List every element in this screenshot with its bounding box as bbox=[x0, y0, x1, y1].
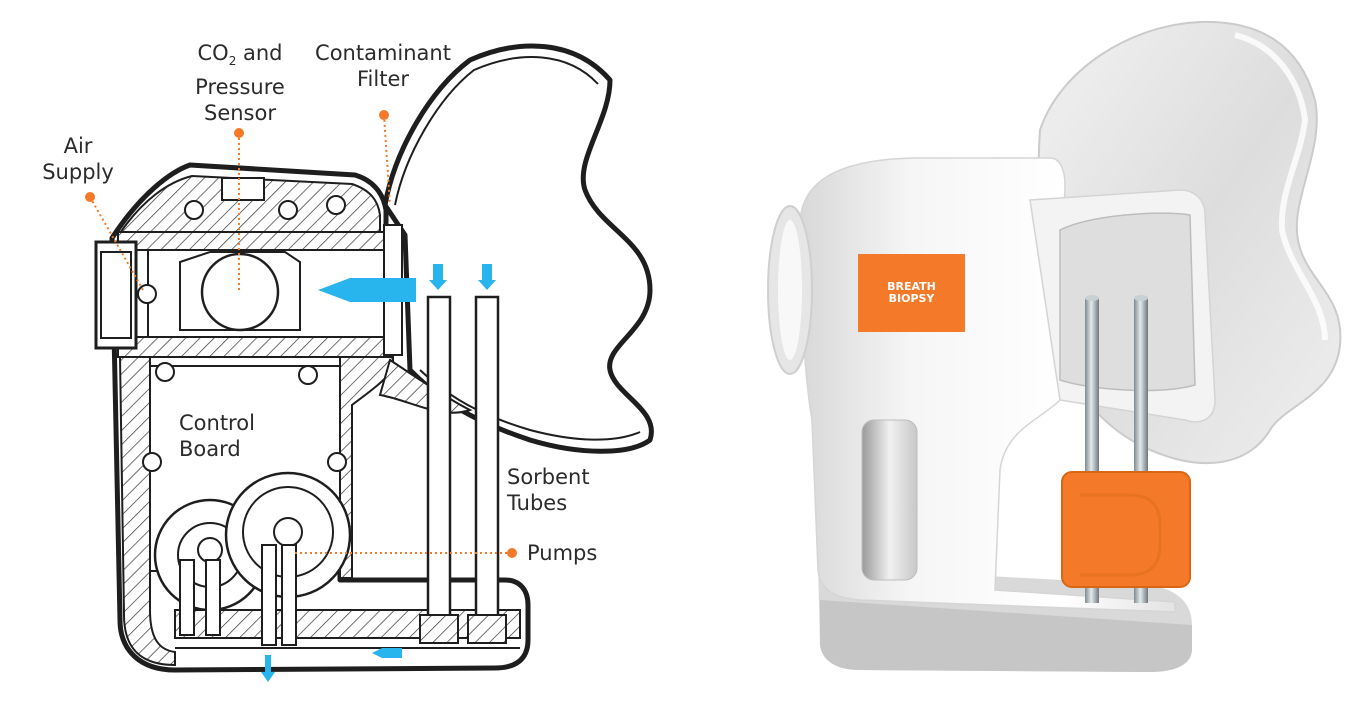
label-filter-line2: Filter bbox=[356, 67, 409, 91]
hatched-wall-top bbox=[117, 174, 381, 240]
label-co2-line3: Sensor bbox=[204, 101, 276, 126]
brand-line-1: BREATH bbox=[887, 280, 936, 293]
hatched-wall-bottom bbox=[174, 609, 521, 639]
label-co2-subscript: 2 bbox=[228, 54, 237, 69]
hatched-wall-channel-top bbox=[117, 231, 394, 251]
label-filter-line1: Contaminant bbox=[315, 41, 451, 65]
label-pumps-line1: Pumps bbox=[527, 541, 598, 565]
brand-line-2: BIOPSY bbox=[888, 292, 935, 305]
airflow-arrow-tube2 bbox=[478, 264, 496, 290]
cutaway-diagram bbox=[85, 43, 654, 682]
label-pumps: Pumps bbox=[527, 540, 617, 566]
label-co2-text: CO bbox=[197, 41, 229, 65]
label-contaminant-filter: Contaminant Filter bbox=[313, 40, 453, 92]
label-co2-line2: Pressure bbox=[195, 75, 285, 100]
orange-cartridge bbox=[1062, 472, 1190, 587]
product-render bbox=[767, 20, 1342, 672]
airflow-arrow-exhaust bbox=[261, 655, 275, 682]
airflow-arrow-main bbox=[318, 278, 416, 302]
label-control-line1: Control bbox=[179, 411, 255, 435]
side-slot bbox=[861, 419, 918, 581]
hatched-wall-side bbox=[118, 356, 176, 667]
label-sorbent-tubes: Sorbent Tubes bbox=[507, 464, 607, 516]
airflow-arrow-tube1 bbox=[429, 264, 447, 290]
leader-filter bbox=[383, 114, 391, 206]
label-air-line2: Supply bbox=[42, 160, 114, 184]
label-co2-rest: and bbox=[236, 41, 283, 65]
label-co2-pressure-sensor: CO2 and Pressure Sensor bbox=[180, 40, 300, 126]
label-control-line2: Board bbox=[179, 437, 241, 461]
co2-pressure-sensor bbox=[200, 252, 280, 332]
label-air-supply: Air Supply bbox=[38, 133, 118, 185]
air-supply-port bbox=[137, 284, 157, 304]
label-sorbent-line1: Sorbent bbox=[507, 465, 590, 489]
label-air-line1: Air bbox=[63, 134, 93, 158]
hatched-wall-channel-bottom bbox=[117, 336, 394, 358]
label-sorbent-line2: Tubes bbox=[507, 491, 568, 515]
brand-logo-plate: BREATH BIOPSY bbox=[858, 254, 965, 332]
mask-outline bbox=[382, 43, 654, 454]
tube-window bbox=[1059, 212, 1196, 392]
sorbent-tube-2 bbox=[474, 295, 500, 624]
airflow-arrow-bottom bbox=[372, 648, 402, 658]
label-control-board: Control Board bbox=[179, 410, 279, 462]
sorbent-tube-1 bbox=[426, 295, 452, 624]
